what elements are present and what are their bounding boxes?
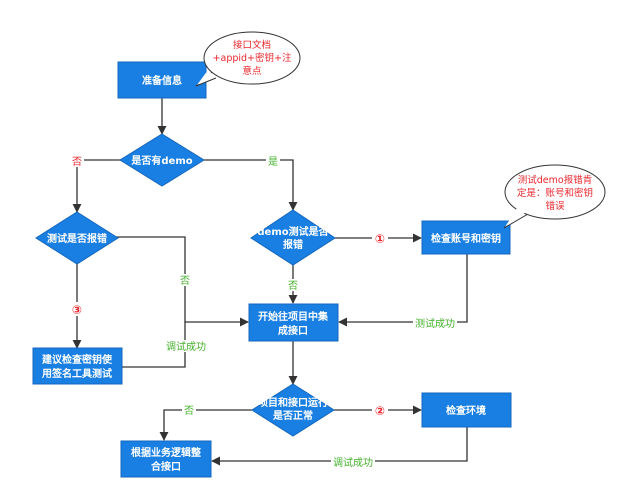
node-integrate-logic-label-2: 合接口 <box>150 460 181 473</box>
edge-hasdemo-yes <box>204 159 298 211</box>
bubble-interface-doc-line-2: +appid+密钥+注 <box>213 52 292 64</box>
label-no-bottom: 否 <box>184 405 194 417</box>
node-running-ok-label-2: 是否正常 <box>272 409 313 422</box>
node-demo-error: demo测试是否 报错 <box>250 209 336 266</box>
node-test-error-label: 测试是否报错 <box>47 232 107 245</box>
node-suggest: 建议检查密钥使 用签名工具测试 <box>32 347 123 385</box>
label-test-success: 测试成功 <box>415 317 455 330</box>
node-integrate-logic: 根据业务逻辑整 合接口 <box>120 440 212 478</box>
bubble-interface-doc: 接口文档 +appid+密钥+注 意点 <box>195 31 301 87</box>
node-start-integrate: 开始往项目中集 成接口 <box>248 303 339 342</box>
node-has-demo-label: 是否有demo <box>130 154 192 167</box>
node-start-integrate-label-2: 成接口 <box>278 324 308 337</box>
node-prepare-label: 准备信息 <box>142 74 182 87</box>
node-suggest-label-2: 用签名工具测试 <box>41 367 112 380</box>
bubble-demo-hint-line-2: 定是：账号和密钥 <box>517 187 593 199</box>
node-running-ok-label-1: 项目和接口运行 <box>258 396 328 409</box>
edge-running-no <box>159 409 252 441</box>
marker-1: ① <box>375 232 385 246</box>
label-yes-right: 是 <box>268 156 278 168</box>
node-demo-error-label-2: 报错 <box>283 238 303 251</box>
edge-suggest-to-start <box>122 322 186 368</box>
bubble-interface-doc-line-1: 接口文档 <box>233 39 271 51</box>
node-test-error: 测试是否报错 <box>35 211 119 265</box>
node-suggest-label-1: 建议检查密钥使 <box>41 353 113 366</box>
node-prepare: 准备信息 <box>117 61 207 99</box>
node-demo-error-label-1: demo测试是否 <box>257 225 328 238</box>
node-check-account: 检查账号和密钥 <box>421 220 511 255</box>
label-debug-success-1: 调试成功 <box>166 340 206 353</box>
edge-env-to-integrate <box>211 427 468 466</box>
node-check-account-label: 检查账号和密钥 <box>431 232 501 245</box>
label-no-test-error: 否 <box>180 275 190 287</box>
edge-account-to-start <box>338 254 468 327</box>
label-no-demo-error: 否 <box>288 280 298 292</box>
marker-2: ② <box>375 404 385 418</box>
node-check-env-label: 检查环境 <box>446 404 486 417</box>
marker-3: ③ <box>72 303 82 317</box>
label-debug-success-2: 调试成功 <box>333 456 373 469</box>
node-has-demo: 是否有demo <box>119 133 205 187</box>
label-no-left: 否 <box>72 156 82 168</box>
bubble-demo-hint: 测试demo报错肯 定是：账号和密钥 错误 <box>503 164 606 229</box>
node-integrate-logic-label-1: 根据业务逻辑整 <box>131 446 201 459</box>
bubble-demo-hint-line-3: 错误 <box>545 200 565 212</box>
node-start-integrate-label-1: 开始往项目中集 <box>258 310 329 323</box>
node-running-ok: 项目和接口运行 是否正常 <box>251 383 335 437</box>
edge-hasdemo-no <box>72 159 122 213</box>
node-check-env: 检查环境 <box>421 392 512 428</box>
bubble-demo-hint-line-1: 测试demo报错肯 <box>518 174 592 186</box>
bubble-interface-doc-line-3: 意点 <box>242 65 262 77</box>
